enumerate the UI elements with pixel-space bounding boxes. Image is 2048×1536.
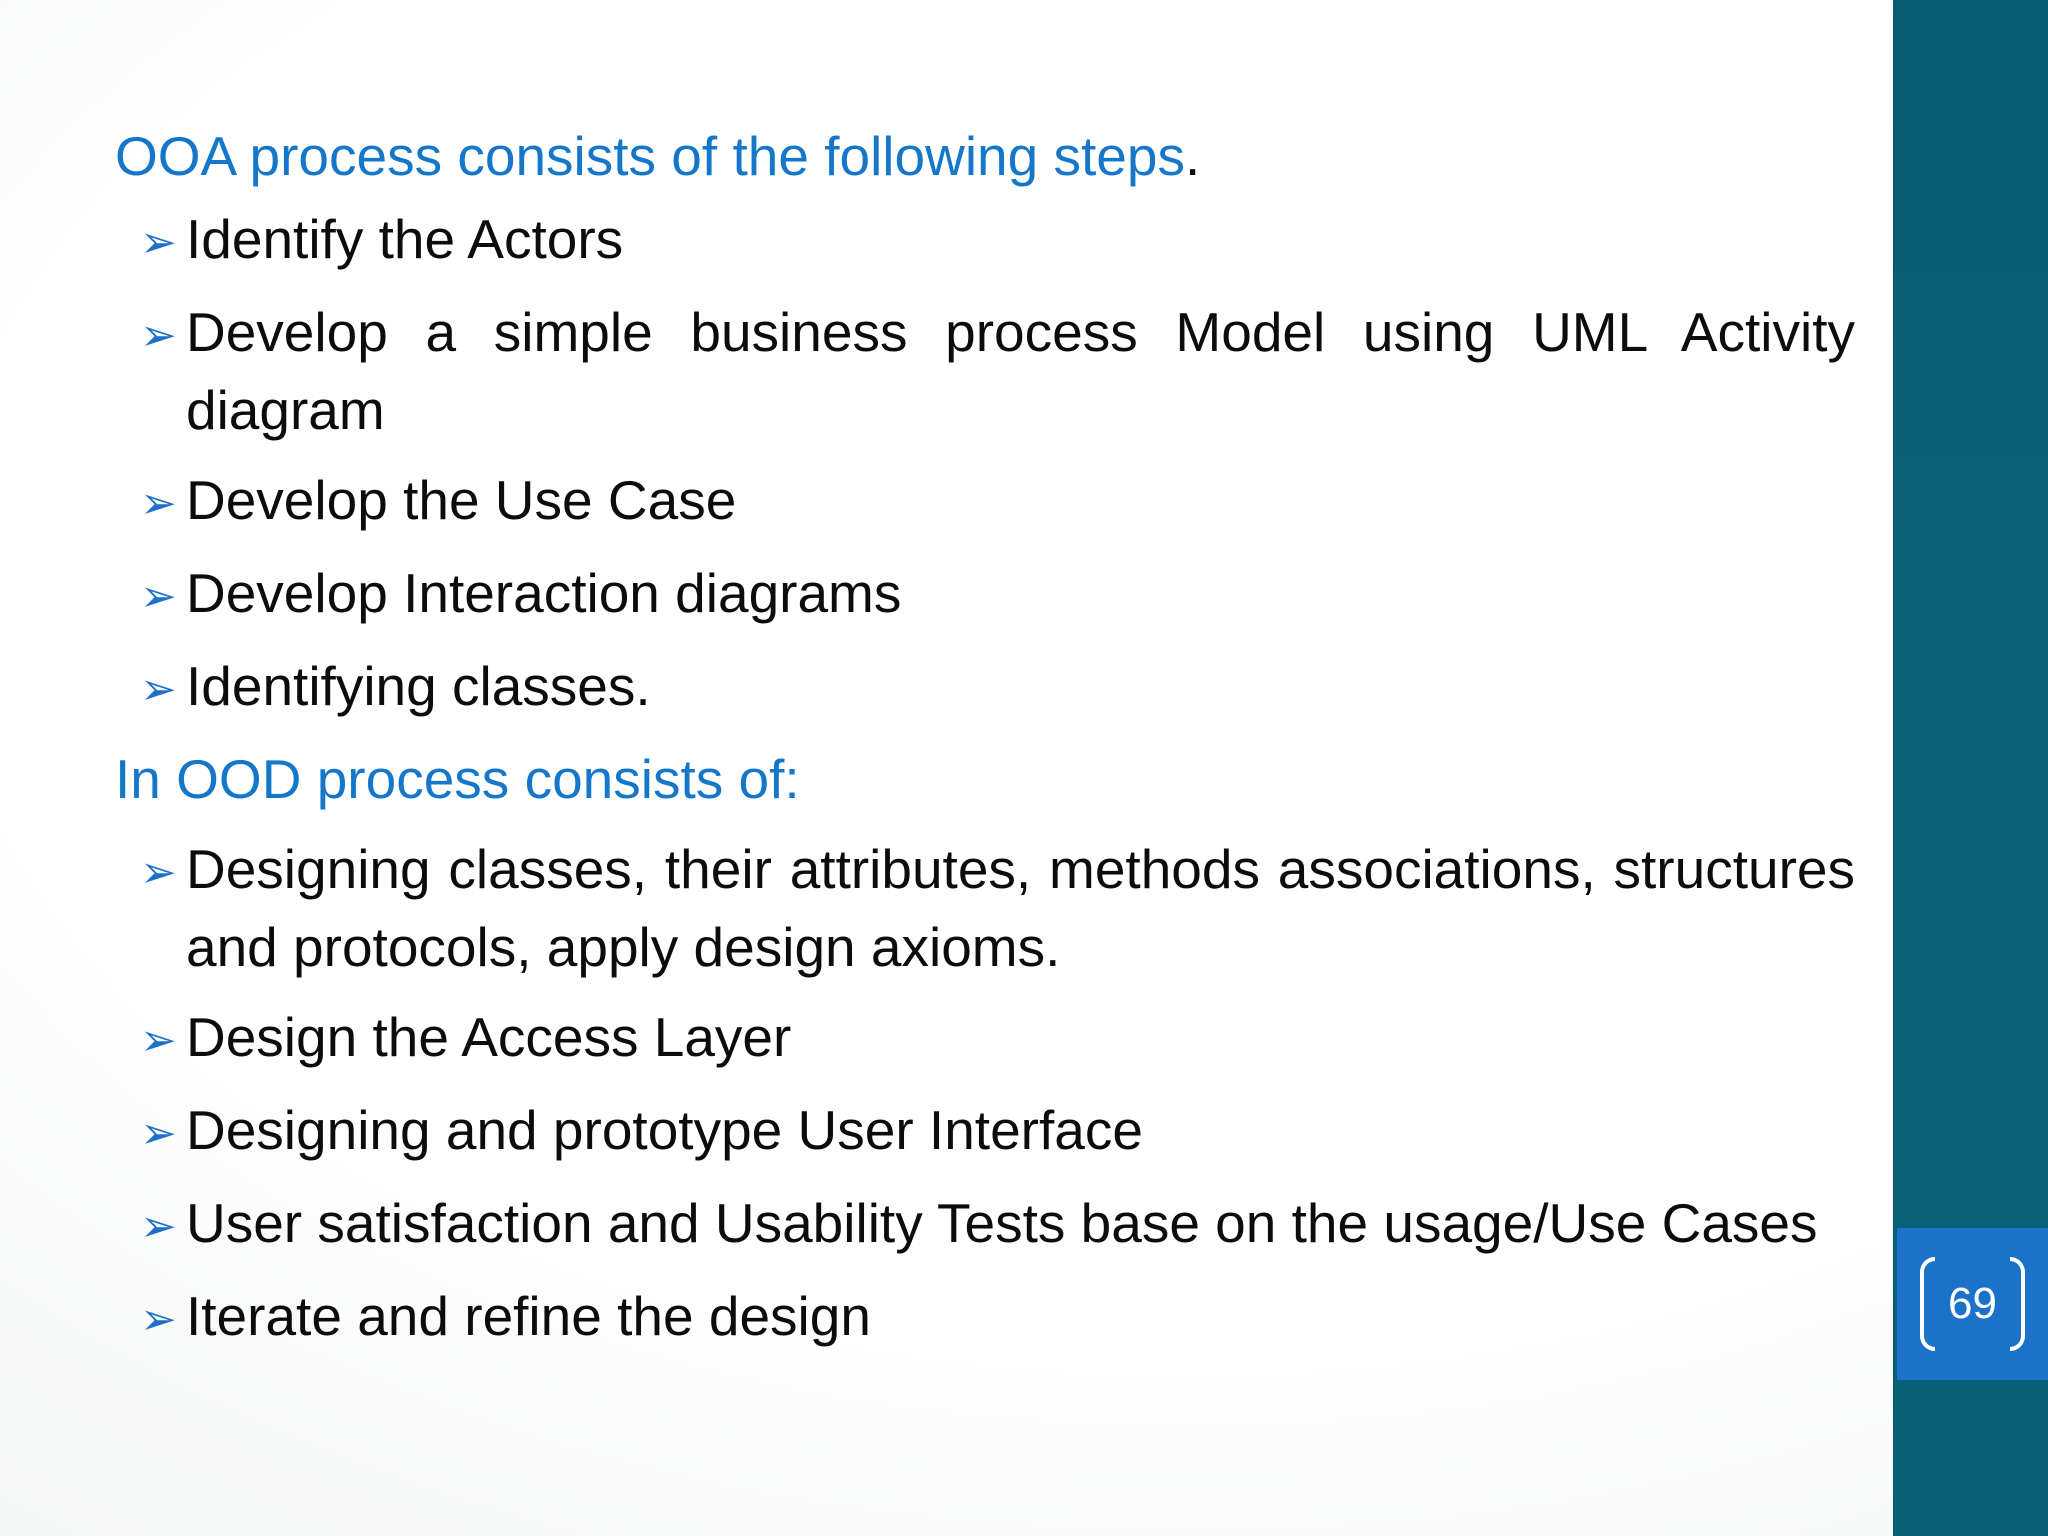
heading-text: OOA process consists of the following st… — [115, 125, 1185, 187]
page-number: 69 — [1948, 1279, 1997, 1328]
bullet-item-ood-4: ➢User satisfaction and Usability Tests b… — [140, 1186, 1855, 1264]
arrowhead-bullet-icon: ➢ — [140, 1202, 177, 1251]
bullet-text: Designing and prototype User Interface — [186, 1099, 1143, 1161]
bullet-item-ooa-3: ➢Develop the Use Case — [140, 463, 1855, 541]
slide-subheading: In OOD process consists of: — [115, 748, 800, 810]
bullet-item-ood-2: ➢Design the Access Layer — [140, 1000, 1855, 1078]
arrowhead-bullet-icon: ➢ — [140, 572, 177, 621]
bullet-text: User satisfaction and Usability Tests ba… — [186, 1192, 1818, 1254]
bullet-item-ooa-1: ➢Identify the Actors — [140, 202, 1855, 280]
heading-period: . — [1184, 125, 1201, 187]
right-bracket-icon — [2009, 1257, 2025, 1351]
arrowhead-bullet-icon: ➢ — [140, 665, 177, 714]
arrowhead-bullet-icon: ➢ — [140, 848, 177, 897]
slide-heading: OOA process consists of the following st… — [115, 116, 1855, 196]
bullet-text: Identify the Actors — [186, 208, 624, 270]
bullet-item-ooa-4: ➢Develop Interaction diagrams — [140, 556, 1855, 634]
arrowhead-bullet-icon: ➢ — [140, 479, 177, 528]
bullet-item-ooa-5: ➢Identifying classes. — [140, 649, 1855, 727]
bullet-item-ood-1: ➢Designing classes, their attributes, me… — [140, 832, 1855, 985]
arrowhead-bullet-icon: ➢ — [140, 1109, 177, 1158]
arrowhead-bullet-icon: ➢ — [140, 311, 177, 360]
bullet-text: Design the Access Layer — [186, 1006, 792, 1068]
arrowhead-bullet-icon: ➢ — [140, 1295, 177, 1344]
bullet-text: Designing classes, their attributes, met… — [186, 838, 1855, 978]
bullet-text: Iterate and refine the design — [186, 1285, 871, 1347]
bullet-text: Develop the Use Case — [186, 469, 737, 531]
bullet-text: Develop a simple business process Model … — [186, 301, 1855, 441]
bullet-item-ood-5: ➢Iterate and refine the design — [140, 1279, 1855, 1357]
bullet-text: Develop Interaction diagrams — [186, 562, 902, 624]
bullet-item-ood-3: ➢Designing and prototype User Interface — [140, 1093, 1855, 1171]
content-area: OOA process consists of the following st… — [115, 116, 1855, 1372]
arrowhead-bullet-icon: ➢ — [140, 1016, 177, 1065]
bullet-text: Identifying classes. — [186, 655, 651, 717]
bullet-item-ooa-2: ➢Develop a simple business process Model… — [140, 295, 1855, 448]
page-number-box: 69 — [1897, 1228, 2048, 1380]
left-bracket-icon — [1920, 1257, 1936, 1351]
arrowhead-bullet-icon: ➢ — [140, 218, 177, 267]
